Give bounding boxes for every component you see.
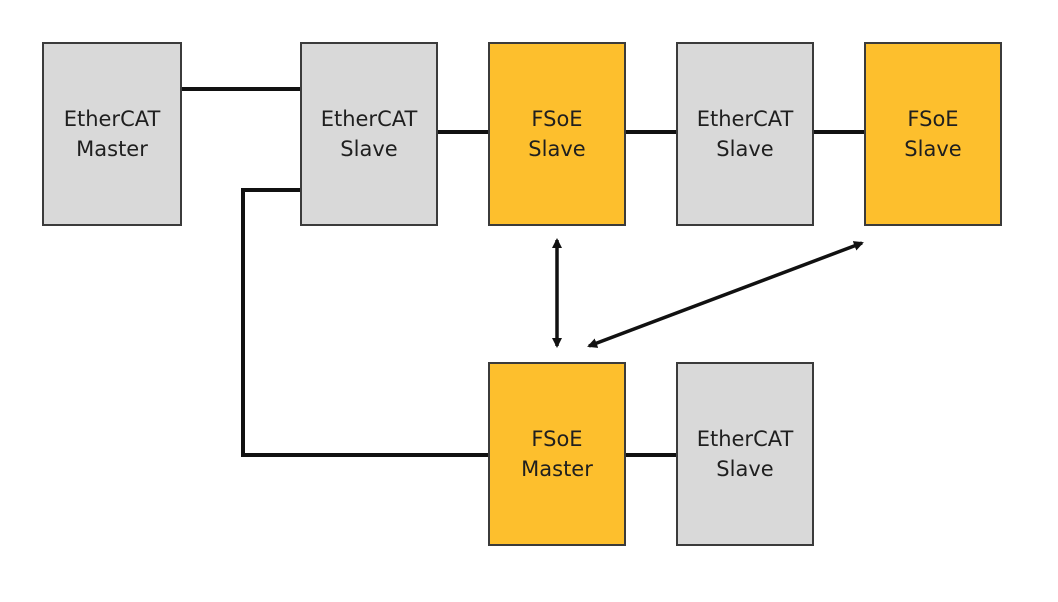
node-ethercat-master: EtherCAT Master [42,42,182,226]
node-ethercat-slave-3: EtherCAT Slave [676,362,814,546]
node-ethercat-slave-2: EtherCAT Slave [676,42,814,226]
node-ethercat-master-label: EtherCAT Master [63,107,161,161]
node-fsoe-slave-1: FSoE Slave [488,42,626,226]
link-slave-1-to-fsoe-master [241,188,488,457]
node-fsoe-master-label: FSoE Master [521,427,593,481]
node-fsoe-master: FSoE Master [488,362,626,546]
node-ethercat-slave-1-label: EtherCAT Slave [320,107,418,161]
arrow-fsoe-master-fsoe-slave-2 [587,241,864,348]
node-fsoe-slave-2-label: FSoE Slave [904,107,962,161]
node-ethercat-slave-2-label: EtherCAT Slave [696,107,794,161]
node-fsoe-slave-2: FSoE Slave [864,42,1002,226]
node-fsoe-slave-1-label: FSoE Slave [528,107,586,161]
node-ethercat-slave-3-label: EtherCAT Slave [696,427,794,481]
node-ethercat-slave-1: EtherCAT Slave [300,42,438,226]
